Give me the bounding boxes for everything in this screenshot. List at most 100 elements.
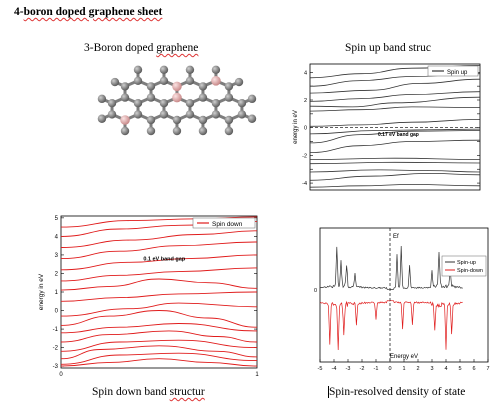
- carbon-atom: [120, 82, 130, 91]
- carbon-atom: [185, 76, 195, 85]
- carbon-atom: [133, 76, 143, 85]
- carbon-atom: [247, 94, 257, 104]
- legend-label: Spin-down: [457, 268, 483, 274]
- molecule-caption-num: 3-: [84, 42, 94, 54]
- boron-doped-graphene-molecule: [97, 65, 257, 136]
- x-tick-label: 3: [430, 366, 433, 372]
- carbon-atom: [237, 110, 247, 119]
- carbon-atom: [224, 93, 234, 102]
- carbon-atom: [133, 65, 143, 74]
- band-line: [309, 161, 481, 165]
- carbon-atom: [211, 65, 221, 74]
- legend-label: Spin-up: [457, 260, 476, 266]
- boron-atom: [172, 81, 182, 92]
- band-line: [309, 106, 481, 112]
- carbon-atom: [224, 115, 234, 125]
- band-line: [309, 91, 481, 102]
- molecule-caption-text: Boron doped: [93, 42, 157, 54]
- heading-number: 4-: [14, 6, 24, 18]
- spin-down-caption-plain: Spin down band: [92, 386, 170, 398]
- carbon-atom: [224, 126, 234, 136]
- y-tick-label: 1: [55, 290, 59, 296]
- x-tick-label: 0: [59, 372, 63, 378]
- band-line: [60, 241, 258, 260]
- band-line: [60, 310, 258, 328]
- band-line: [60, 358, 258, 367]
- x-tick-label: 6: [472, 366, 475, 372]
- dos-caption-first: S: [328, 386, 336, 398]
- carbon-atom: [159, 65, 169, 74]
- carbon-atom: [133, 99, 143, 108]
- carbon-atom: [133, 110, 143, 119]
- carbon-atom: [120, 126, 130, 136]
- y-tick-label: -2: [302, 153, 307, 159]
- carbon-atom: [146, 115, 156, 125]
- carbon-atom: [107, 110, 117, 119]
- plot-frame: [319, 227, 489, 363]
- y-tick-label: 2: [55, 271, 59, 277]
- band-gap-annotation: 0.17 eV band gap: [378, 132, 419, 138]
- y-tick-label: 0: [304, 126, 307, 132]
- y-tick-label: 0: [314, 288, 317, 294]
- carbon-atom: [211, 99, 221, 108]
- x-tick-label: 1: [255, 372, 259, 378]
- x-tick-label: -5: [318, 366, 323, 372]
- legend-box: [441, 255, 487, 277]
- y-tick-label: 0: [55, 309, 59, 315]
- x-tick-label: -3: [346, 366, 351, 372]
- document-heading: 4-boron doped graphene sheet: [14, 6, 162, 18]
- carbon-atom: [159, 110, 169, 119]
- carbon-atom: [224, 82, 234, 91]
- y-tick-label: -2: [53, 346, 59, 352]
- band-line: [309, 157, 481, 160]
- spin-up-dos-line: [319, 245, 463, 290]
- carbon-atom: [107, 99, 117, 108]
- spin-down-dos-line: [319, 300, 463, 351]
- y-axis-label: energy in eV: [293, 110, 299, 144]
- carbon-atom: [120, 93, 130, 102]
- band-line: [309, 78, 481, 94]
- spin-down-caption-misspelled: structur: [169, 386, 205, 398]
- carbon-atom: [247, 114, 257, 123]
- y-tick-label: -1: [53, 327, 59, 333]
- carbon-atom: [146, 82, 156, 91]
- dos-caption: Spin-resolved density of state: [328, 386, 465, 398]
- spin-down-caption: Spin down band structur: [92, 386, 205, 398]
- carbon-atom: [172, 115, 182, 125]
- legend-box: [192, 217, 256, 229]
- carbon-atom: [172, 126, 182, 136]
- band-line: [309, 139, 481, 153]
- carbon-atom: [198, 126, 208, 136]
- carbon-atom: [146, 126, 156, 136]
- legend-box: [427, 65, 479, 77]
- boron-atom: [211, 76, 221, 86]
- x-tick-label: 2: [416, 366, 419, 372]
- band-line: [60, 302, 258, 317]
- band-line: [60, 254, 258, 271]
- band-line: [309, 130, 481, 144]
- y-tick-label: 5: [55, 216, 59, 222]
- band-line: [60, 339, 258, 352]
- band-line: [60, 323, 258, 334]
- band-line: [60, 278, 258, 291]
- carbon-atom: [234, 77, 244, 87]
- band-line: [309, 172, 481, 181]
- y-tick-label: 2: [304, 98, 307, 104]
- legend-label: Spin down: [212, 221, 243, 228]
- carbon-atom: [198, 82, 208, 91]
- band-line: [60, 230, 258, 248]
- band-line: [60, 330, 258, 343]
- band-line: [309, 119, 481, 127]
- carbon-atom: [237, 99, 247, 108]
- y-tick-label: 4: [304, 70, 307, 76]
- spin-up-caption: Spin up band struc: [345, 42, 431, 54]
- carbon-atom: [159, 99, 169, 108]
- band-gap-annotation: 0.1 eV band gap: [143, 256, 186, 262]
- y-tick-label: -4: [302, 181, 307, 187]
- molecule-caption: 3-Boron doped graphene: [84, 42, 198, 54]
- band-line: [60, 345, 258, 360]
- plot-frame: [60, 215, 258, 369]
- y-tick-label: 3: [55, 253, 59, 259]
- carbon-atom: [159, 76, 169, 85]
